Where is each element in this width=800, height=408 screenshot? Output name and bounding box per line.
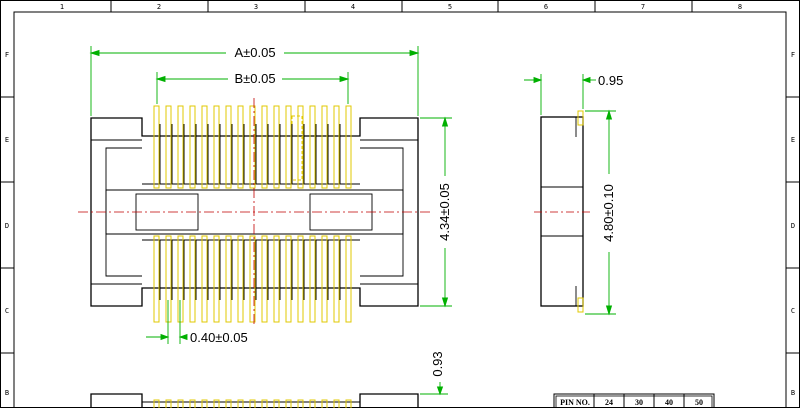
lower-pin	[213, 235, 220, 323]
ruler-row-e-right: E	[791, 136, 795, 144]
upper-pin	[261, 105, 268, 189]
ruler-col-1: 1	[60, 3, 64, 11]
upper-pin	[213, 105, 220, 189]
dimension-depth-label: 4.34±0.05	[437, 183, 452, 241]
ruler-row-b-left: B	[5, 389, 9, 397]
ruler-col-7: 7	[641, 3, 645, 11]
lower-pin	[177, 235, 184, 323]
ruler-col-6: 6	[544, 3, 548, 11]
lower-pin	[273, 235, 280, 323]
pin-table-frame	[553, 393, 715, 408]
upper-pin-row	[153, 105, 352, 189]
lower-pin	[201, 235, 208, 323]
dimension-b-label: B±0.05	[234, 71, 275, 86]
side-bottom-contact	[577, 297, 584, 313]
dimension-a-label: A±0.05	[234, 45, 275, 60]
dimension-b-label-bg	[228, 71, 282, 85]
upper-pin	[189, 105, 196, 189]
upper-pin	[165, 105, 172, 189]
upper-pin	[309, 105, 316, 189]
upper-pin	[285, 105, 292, 189]
bottom-left-end	[90, 393, 143, 408]
lower-pin	[249, 235, 256, 323]
inner-frame	[13, 11, 787, 408]
lower-pin	[153, 235, 160, 323]
side-view: 0.95 4.80±0.10	[524, 73, 623, 316]
ruler-row-f-right: F	[791, 51, 795, 59]
pin-table-value: 50	[695, 398, 703, 407]
side-rulers: F E D C B F E D C B	[1, 12, 799, 408]
upper-pin	[237, 105, 244, 189]
lower-pin	[297, 235, 304, 323]
pin-table-value: 30	[635, 398, 643, 407]
lower-pin	[261, 235, 268, 323]
lower-pin	[237, 235, 244, 323]
ruler-col-5: 5	[448, 3, 452, 11]
upper-pin	[321, 105, 328, 189]
upper-pin	[333, 105, 340, 189]
pin-core-lines	[159, 124, 341, 300]
dimension-side-height-label-bg	[601, 174, 617, 252]
lower-pin	[309, 235, 316, 323]
lower-pin	[189, 235, 196, 323]
pin-table-inner	[555, 395, 713, 408]
dimension-side-thickness-label: 0.95	[598, 73, 623, 88]
ruler-row-c-right: C	[791, 307, 795, 315]
dimension-bottom-height	[420, 382, 448, 396]
pin-detail-dashed	[291, 115, 303, 181]
lower-pin	[285, 235, 292, 323]
upper-pin	[249, 105, 256, 189]
pin-table-value: 24	[605, 398, 613, 407]
pin-table-header: PIN NO.	[560, 398, 590, 407]
ruler-row-e-left: E	[5, 136, 9, 144]
ruler-row-d-right: D	[791, 222, 795, 230]
ruler-row-f-left: F	[5, 51, 9, 59]
dimension-bottom-height-label: 0.93	[430, 351, 445, 376]
dimension-a-label-bg	[226, 45, 284, 59]
dimension-side-height-label: 4.80±0.10	[601, 184, 616, 242]
pin-table-value: 40	[665, 398, 673, 407]
ruler-col-8: 8	[738, 3, 742, 11]
upper-pin	[273, 105, 280, 189]
upper-pin	[153, 105, 160, 189]
lower-pin	[333, 235, 340, 323]
side-top-contact	[577, 110, 584, 126]
ruler-col-2: 2	[157, 3, 161, 11]
upper-pin	[345, 105, 352, 189]
lower-pin	[321, 235, 328, 323]
ruler-row-b-right: B	[791, 389, 795, 397]
ruler-col-4: 4	[351, 3, 355, 11]
top-ruler: 1 2 3 4 5 6 7 8	[14, 1, 786, 13]
dimension-side-thickness	[524, 74, 596, 115]
upper-pin	[177, 105, 184, 189]
lower-pin	[165, 235, 172, 323]
side-body	[540, 116, 584, 307]
upper-pin	[225, 105, 232, 189]
lower-pin	[225, 235, 232, 323]
pin-table: PIN NO. 24 30 40 50	[553, 393, 715, 408]
dimension-pitch	[146, 300, 188, 344]
bottom-pin-row	[153, 399, 352, 408]
dimension-depth-label-bg	[436, 176, 452, 248]
ruler-col-3: 3	[254, 3, 258, 11]
ruler-row-d-left: D	[5, 222, 9, 230]
dimension-pitch-label: 0.40±0.05	[190, 330, 248, 345]
lower-pin-row	[153, 235, 352, 323]
bottom-right-end	[359, 393, 419, 408]
upper-pin	[201, 105, 208, 189]
ruler-row-c-left: C	[5, 307, 9, 315]
upper-pin	[297, 105, 304, 189]
top-view: A±0.05 B±0.05 0.40±0.05	[78, 45, 452, 345]
bottom-view: 0.93	[90, 351, 448, 408]
housing-outline	[90, 117, 419, 307]
lower-pin	[345, 235, 352, 323]
